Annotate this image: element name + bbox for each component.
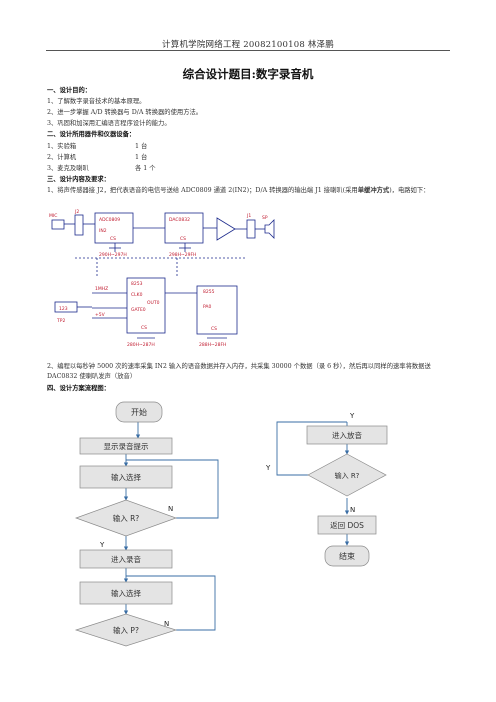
adc-label: ADC0809 — [99, 217, 120, 223]
cs-label: CS — [110, 236, 116, 242]
show-prompt-label: 显示录音提示 — [104, 441, 149, 451]
start-label: 开始 — [131, 407, 147, 417]
cs-label: CS — [180, 236, 186, 242]
no-label: N — [350, 506, 355, 514]
j2-connector — [74, 214, 84, 236]
section-4-heading: 四、设计方案流程图： — [47, 385, 110, 392]
equipment-qty: 1 台 — [135, 154, 148, 161]
para-text: )，电路如下： — [389, 187, 430, 194]
header-rule — [46, 50, 450, 51]
equipment-qty: 1 台 — [135, 143, 148, 150]
clk0-label: CLK0 — [131, 292, 143, 298]
speaker-symbol — [264, 219, 275, 239]
dac-label: DAC0832 — [169, 217, 190, 223]
section-3-paragraph-2: 2、编程以每秒钟 5000 次的速率采集 IN2 输入的语音数据并存入内存，共采… — [47, 363, 431, 380]
in2-label: IN2 — [99, 228, 107, 234]
chip-8255-label: 8255 — [203, 289, 215, 295]
page-header: 计算机学院网络工程 20082100108 林泽鹏 — [162, 40, 334, 50]
out0-label: OUT0 — [147, 300, 160, 306]
section-3-heading: 三、设计内容及要求： — [47, 176, 110, 183]
equipment-qty: 各 1 个 — [135, 165, 156, 172]
section-1-item: 2、进一步掌握 A/D 转换器与 D/A 转换器的使用方法。 — [47, 109, 203, 116]
para-bold-text: 单缓冲方式 — [357, 187, 390, 194]
document-title: 综合设计题目:数字录音机 — [182, 67, 314, 81]
mic-label: MIC — [49, 213, 57, 219]
record-label: 进入录音 — [111, 554, 141, 564]
end-node — [324, 545, 370, 567]
gate0-label: GATE0 — [131, 307, 146, 313]
show-prompt-node — [79, 437, 173, 455]
input-r-label: 输入 R? — [335, 471, 360, 480]
pa0-label: PA0 — [203, 304, 212, 310]
cs-label: CS — [141, 325, 147, 331]
equipment-name: 3、麦克及喇叭 — [47, 165, 89, 172]
play-label: 进入放音 — [332, 430, 362, 440]
play-node — [306, 425, 388, 445]
section-2-heading: 二、设计所用器件和仪器设备： — [47, 131, 136, 138]
address-label: 280H~287H — [127, 342, 155, 348]
start-node — [115, 401, 163, 423]
address-label: 298H~29FH — [169, 252, 196, 258]
end-label: 结束 — [339, 551, 355, 561]
chip-8253-label: 8253 — [131, 281, 143, 287]
section-1-item: 3、巩固和加深用汇编语言程序设计的能力。 — [47, 120, 171, 127]
circuit-diagram: MIC J2 ADC0809 IN2 CS DAC0832 CS J1 SP 2… — [49, 209, 275, 348]
no-label: N — [164, 620, 169, 628]
return-dos-label: 返回 DOS — [330, 521, 364, 530]
j1-label: J1 — [246, 213, 251, 219]
input-r-decision — [307, 453, 387, 497]
input-select-node — [79, 465, 173, 489]
input-select-label: 输入选择 — [111, 472, 141, 482]
input-p-label: 输入 P? — [113, 625, 139, 635]
yes-label: Y — [99, 541, 105, 549]
address-label: 288H~28FH — [199, 342, 226, 348]
input-r-label: 输入 R? — [113, 513, 140, 523]
input-select-label: 输入选择 — [111, 588, 141, 598]
input-r-decision — [74, 499, 178, 537]
freq-label: 1MHZ — [95, 286, 108, 292]
vcc-label: +5V — [95, 312, 106, 318]
para-text: 1、将声传感器接 J2，把代表语音的电信号送给 ADC0809 通道 2(IN2… — [47, 187, 358, 194]
section-1-heading: 一、设计目的： — [47, 87, 92, 94]
tp2-label: TP2 — [56, 318, 65, 324]
mic-symbol — [51, 219, 65, 230]
record-node — [79, 549, 173, 569]
yes-label: Y — [349, 412, 355, 420]
cs-label: CS — [211, 326, 217, 332]
no-label: N — [168, 505, 173, 513]
input-p-decision — [74, 613, 178, 647]
yes-label: Y — [265, 464, 271, 472]
equipment-row: 2、计算机 1 台 — [47, 154, 147, 162]
chip-8253 — [126, 277, 166, 334]
section-3-paragraph-1: 1、将声传感器接 J2，把代表语音的电信号送给 ADC0809 通道 2(IN2… — [47, 186, 452, 196]
chip-8255 — [196, 285, 238, 335]
section-1-item: 1、了解数字录音技术的基本原理。 — [47, 98, 146, 105]
equipment-row: 3、麦克及喇叭 各 1 个 — [47, 165, 156, 173]
sp-label: SP — [262, 215, 268, 221]
input-select-node — [79, 581, 173, 605]
opamp-symbol — [216, 217, 236, 241]
equipment-name: 1、实验箱 — [47, 143, 77, 150]
equipment-row: 1、实验箱 1 台 — [47, 143, 147, 151]
equipment-name: 2、计算机 — [47, 154, 77, 161]
return-dos-node — [317, 515, 377, 535]
address-label: 290H~297H — [99, 252, 127, 258]
j2-label: J2 — [74, 209, 79, 215]
tp2-pins-label: 123 — [59, 306, 68, 312]
